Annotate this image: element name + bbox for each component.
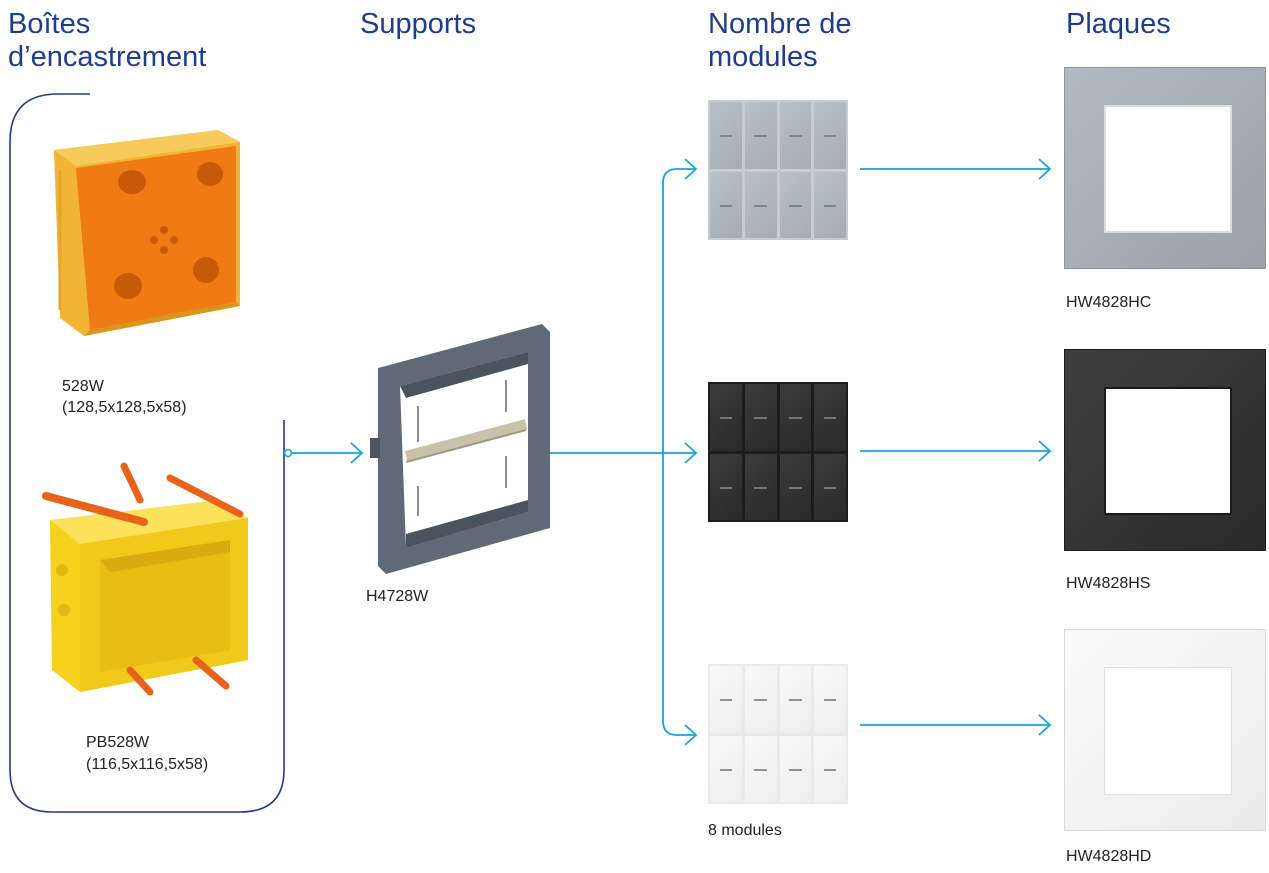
heading-plaques: Plaques [1066,8,1171,40]
plaque-3-ref: HW4828HD [1066,848,1152,865]
heading-boites: Boîtes d’encastrement [8,8,207,73]
box-pb528w-ref: PB528W [86,734,150,751]
module [710,735,742,802]
module [744,171,777,238]
module [779,171,812,238]
arrow-to-plaque-2 [1038,440,1052,462]
module [744,453,777,520]
plaque-1-ref: HW4828HC [1066,294,1152,311]
module [814,171,846,238]
module [744,666,777,733]
module [814,384,846,451]
box-528w-ref: 528W [62,378,104,395]
plaque-2-ref: HW4828HS [1066,575,1151,592]
module [814,666,846,733]
module-grid-anthracite [708,382,848,522]
module [710,666,742,733]
module [710,453,742,520]
module [779,102,812,169]
module-grid-aluminium [708,100,848,240]
cover-plate-white-icon [1064,629,1266,831]
plate-window [1104,667,1232,795]
arrow-to-modules-bottom [684,724,698,746]
module [710,171,742,238]
module [779,666,812,733]
module [814,102,846,169]
module [779,384,812,451]
arrow-to-modules-mid [684,442,698,464]
embedded-box-orange-icon [40,110,250,350]
box-pb528w-dims: (116,5x116,5x58) [86,756,209,773]
boxes-bracket [9,93,285,813]
support-ref: H4728W [366,588,429,605]
module [744,735,777,802]
modules-count-label: 8 modules [708,822,782,839]
module [814,735,846,802]
module-grid-white [708,664,848,804]
module [779,453,812,520]
module [744,384,777,451]
support-frame-icon [366,316,556,576]
arrow-to-plaque-1 [1038,158,1052,180]
heading-supports: Supports [360,8,477,40]
module [779,735,812,802]
embedded-box-yellow-icon [40,460,260,696]
module [710,384,742,451]
cover-plate-aluminium-icon [1064,67,1266,269]
module [744,102,777,169]
arrow-to-plaque-3 [1038,714,1052,736]
box-528w-dims: (128,5x128,5x58) [62,399,187,416]
bracket-node [283,448,293,458]
plate-window [1104,387,1232,515]
heading-nombre-modules: Nombre de modules [708,8,852,73]
arrow-to-support [350,442,364,464]
module [814,453,846,520]
arrow-to-modules-top [684,158,698,180]
cover-plate-anthracite-icon [1064,349,1266,551]
module [710,102,742,169]
plate-window [1104,105,1232,233]
